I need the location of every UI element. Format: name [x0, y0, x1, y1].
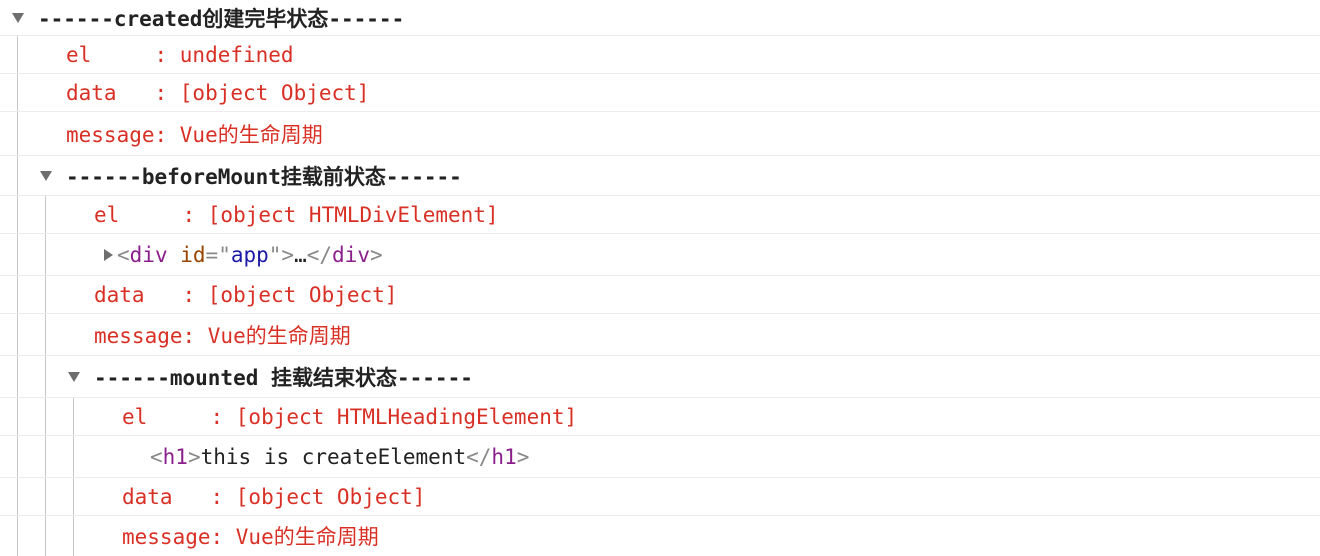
log-text: el : [object HTMLDivElement] [94, 202, 499, 227]
log-line-data: data : [object Object] [0, 478, 1320, 516]
tag-end-close: > [516, 444, 530, 469]
log-text: message: Vue的生命周期 [66, 122, 323, 147]
group-title: ------beforeMount挂载前状态------ [66, 164, 462, 189]
tag-name: div [129, 242, 168, 267]
group-guide-created [17, 36, 18, 556]
tag-end-close: > [369, 242, 383, 267]
log-text: data : [object Object] [66, 80, 370, 105]
group-header-beforemount[interactable]: ------beforeMount挂载前状态------ [0, 156, 1320, 196]
expand-triangle-icon[interactable] [104, 248, 113, 261]
collapse-triangle-icon[interactable] [12, 12, 24, 23]
log-text: data : [object Object] [122, 484, 426, 509]
tag-end-name: h1 [491, 444, 517, 469]
tag-name: h1 [162, 444, 188, 469]
node-text: this is createElement [200, 444, 467, 469]
tag-end-open: </ [306, 242, 333, 267]
ellipsis: … [294, 242, 307, 267]
group-title: ------created创建完毕状态------ [38, 6, 405, 31]
attribute-name: id [180, 242, 206, 267]
tag-open-bracket: < [150, 444, 163, 469]
attribute-value: app [230, 242, 269, 267]
collapse-triangle-icon[interactable] [68, 371, 80, 382]
group-header-created[interactable]: ------created创建完毕状态------ [0, 0, 1320, 36]
log-text: message: Vue的生命周期 [122, 525, 379, 549]
dom-node-row[interactable]: <h1>this is createElement</h1> [0, 436, 1320, 478]
tag-end-name: div [332, 242, 370, 267]
log-line-message: message: Vue的生命周期 [0, 516, 1320, 556]
attribute-close: "> [268, 242, 295, 267]
tag-end-open: </ [466, 444, 492, 469]
collapse-triangle-icon[interactable] [40, 170, 52, 181]
attribute-equals: =" [205, 242, 231, 267]
log-line-data: data : [object Object] [0, 74, 1320, 112]
log-text: el : undefined [66, 42, 294, 67]
dom-node-row[interactable]: <div id="app">…</div> [0, 234, 1320, 276]
group-header-mounted[interactable]: ------mounted 挂载结束状态------ [0, 356, 1320, 398]
tag-open-bracket: < [117, 242, 130, 267]
log-text: el : [object HTMLHeadingElement] [122, 404, 578, 429]
log-line-el: el : [object HTMLDivElement] [0, 196, 1320, 234]
group-title: ------mounted 挂载结束状态------ [94, 365, 473, 390]
log-line-message: message: Vue的生命周期 [0, 314, 1320, 356]
log-line-el: el : undefined [0, 36, 1320, 74]
log-line-el: el : [object HTMLHeadingElement] [0, 398, 1320, 436]
tag-close-bracket: > [187, 444, 201, 469]
group-guide-beforemount [45, 196, 46, 556]
log-line-data: data : [object Object] [0, 276, 1320, 314]
log-line-message: message: Vue的生命周期 [0, 112, 1320, 156]
log-text: message: Vue的生命周期 [94, 323, 351, 348]
log-text: data : [object Object] [94, 282, 398, 307]
